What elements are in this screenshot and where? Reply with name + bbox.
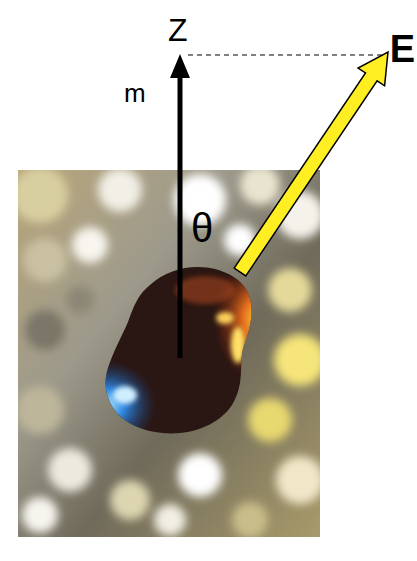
field-label: E [390, 30, 415, 68]
angle-label: θ [191, 208, 213, 248]
axis-label: Z [168, 14, 188, 46]
projection-line [188, 54, 382, 55]
dipole-arrow [170, 54, 190, 358]
moment-label: m [124, 80, 146, 106]
field-arrow [234, 52, 388, 276]
